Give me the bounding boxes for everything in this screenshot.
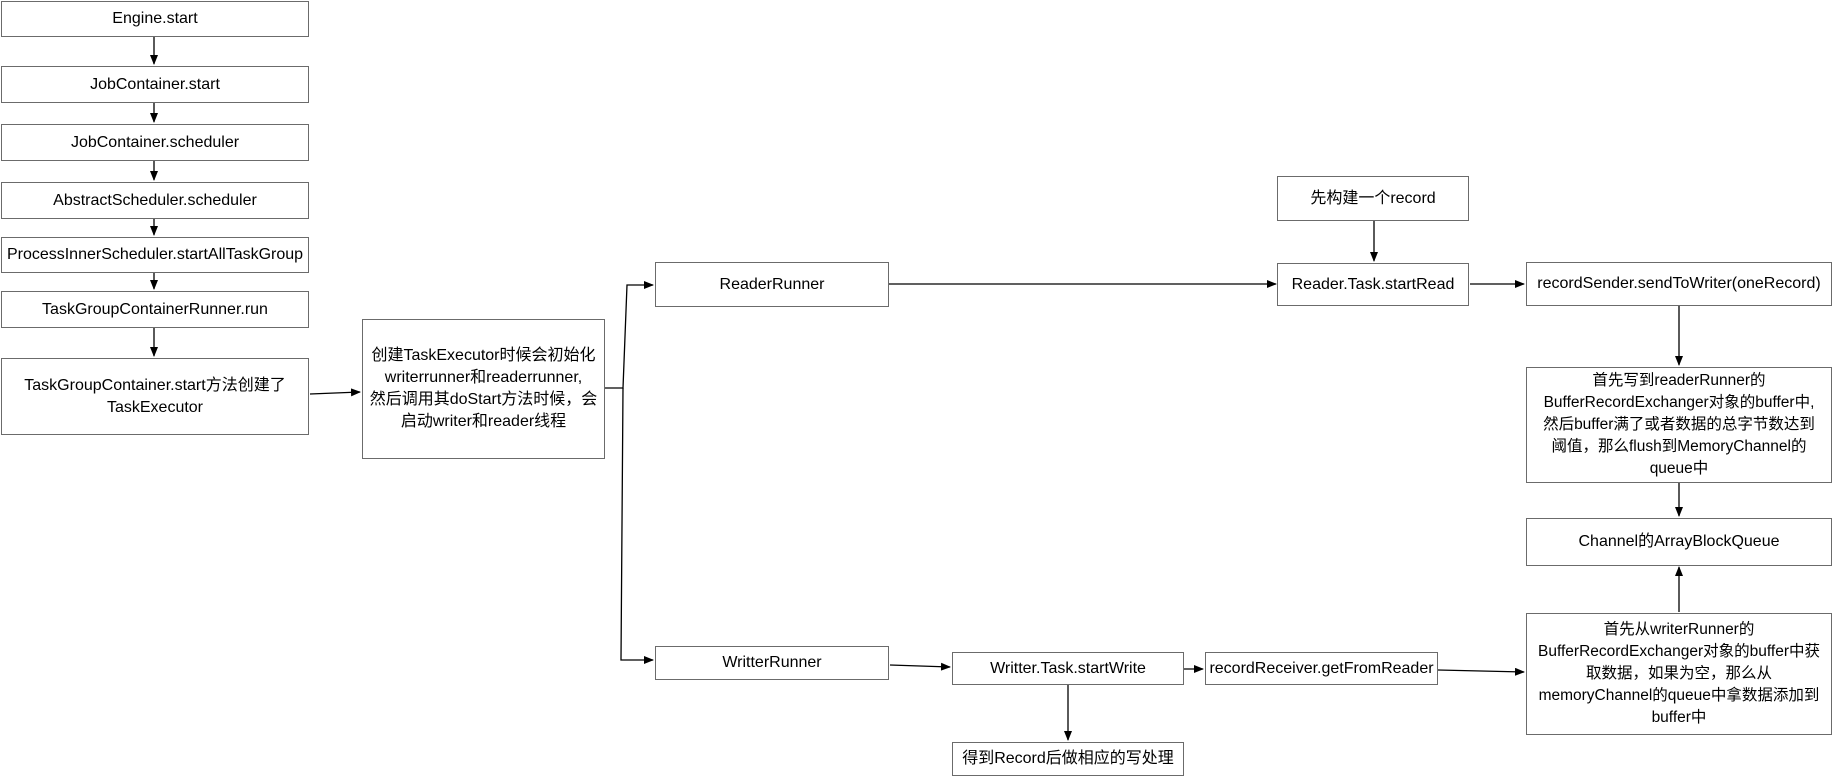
node-job-container-scheduler: JobContainer.scheduler — [1, 124, 309, 161]
node-label: Engine.start — [112, 10, 198, 27]
node-writer-task-start-write: Writter.Task.startWrite — [952, 652, 1184, 685]
node-write-processing: 得到Record后做相应的写处理 — [952, 742, 1184, 776]
node-writer-runner: WritterRunner — [655, 646, 889, 680]
node-label: 先构建一个record — [1310, 189, 1436, 207]
node-read-from-buffer: 首先从writerRunner的 BufferRecordExchanger对象… — [1526, 613, 1832, 735]
node-label: JobContainer.scheduler — [70, 133, 240, 151]
node-abstract-scheduler: AbstractScheduler.scheduler — [1, 182, 309, 219]
node-label: ProcessInnerScheduler.startAllTaskGroup — [6, 246, 304, 263]
node-label: 首先从writerRunner的 BufferRecordExchanger对象… — [1538, 621, 1820, 726]
edge-taskgroup-to-executor — [309, 388, 361, 397]
edge-executor-to-reader-runner — [605, 281, 654, 389]
node-record-sender: recordSender.sendToWriter(oneRecord) — [1526, 262, 1832, 306]
node-build-record: 先构建一个record — [1277, 176, 1469, 221]
node-label: 首先写到readerRunner的 BufferRecordExchanger对… — [1543, 372, 1815, 477]
node-task-executor-init: 创建TaskExecutor时候会初始化 writerrunner和reader… — [362, 319, 605, 459]
node-job-container-start: JobContainer.start — [1, 66, 309, 103]
node-label: Channel的ArrayBlockQueue — [1578, 533, 1780, 550]
node-record-receiver: recordReceiver.getFromReader — [1205, 652, 1438, 685]
node-label: 得到Record后做相应的写处理 — [962, 750, 1174, 767]
edge-writer-runner-to-startwrite — [889, 662, 951, 671]
node-label: Reader.Task.startRead — [1291, 275, 1455, 293]
edge-executor-to-writer-runner — [620, 387, 654, 664]
node-engine-start: Engine.start — [1, 1, 309, 37]
node-process-inner-scheduler: ProcessInnerScheduler.startAllTaskGroup — [1, 237, 309, 273]
node-reader-runner: ReaderRunner — [655, 262, 889, 307]
edge-receiver-to-readbuffer — [1437, 667, 1525, 676]
node-label: ReaderRunner — [719, 275, 825, 293]
node-reader-task-start-read: Reader.Task.startRead — [1277, 263, 1469, 306]
node-label: JobContainer.start — [90, 75, 220, 93]
node-task-group-container-runner: TaskGroupContainerRunner.run — [1, 291, 309, 328]
node-label: Writter.Task.startWrite — [990, 659, 1146, 677]
node-channel-queue: Channel的ArrayBlockQueue — [1526, 518, 1832, 566]
node-label: 创建TaskExecutor时候会初始化 writerrunner和reader… — [369, 347, 598, 430]
node-label: WritterRunner — [722, 654, 822, 671]
node-label: recordReceiver.getFromReader — [1209, 659, 1434, 677]
node-label: AbstractScheduler.scheduler — [53, 191, 257, 209]
node-label: TaskGroupContainerRunner.run — [42, 300, 268, 318]
node-label: recordSender.sendToWriter(oneRecord) — [1537, 275, 1821, 292]
node-write-to-buffer: 首先写到readerRunner的 BufferRecordExchanger对… — [1526, 367, 1832, 483]
node-task-group-container-start: TaskGroupContainer.start方法创建了 TaskExecut… — [1, 358, 309, 435]
node-label: TaskGroupContainer.start方法创建了 TaskExecut… — [24, 376, 286, 416]
